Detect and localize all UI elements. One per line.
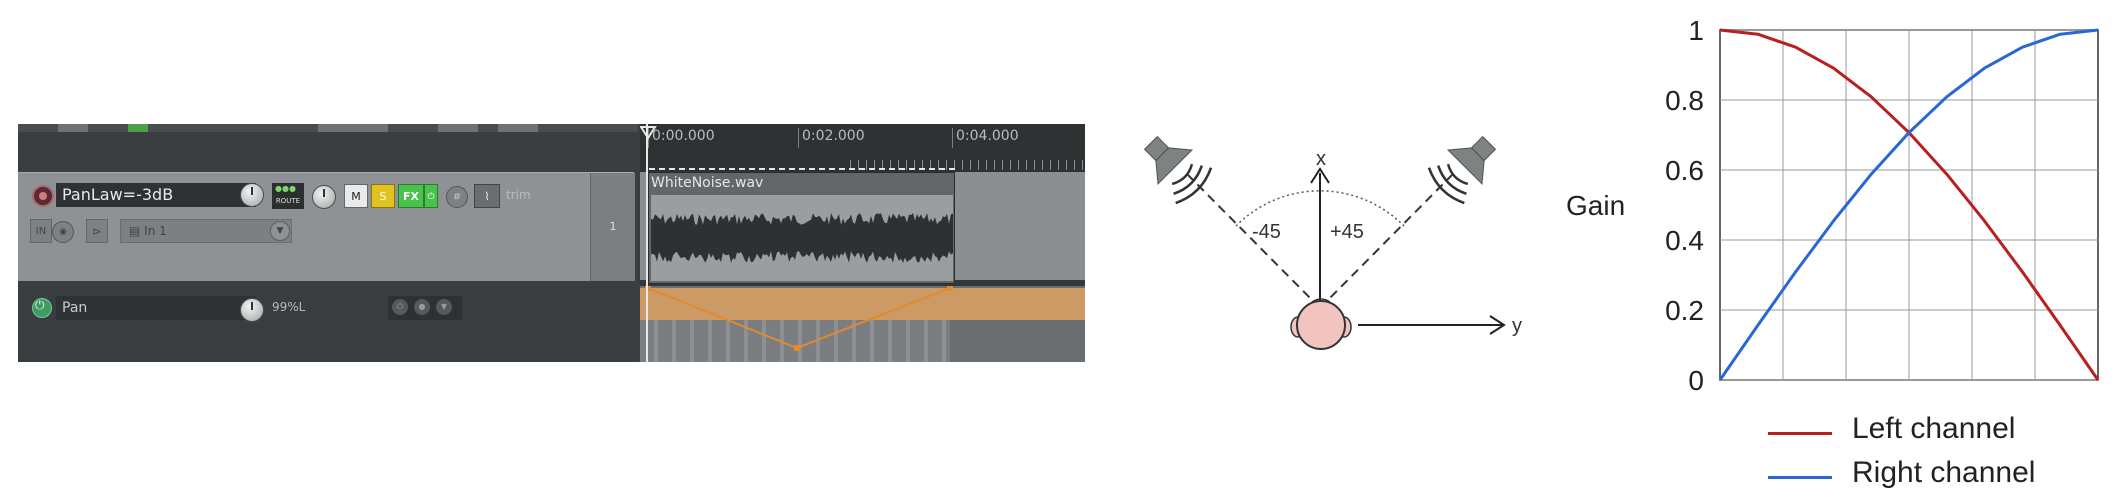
- volume-knob[interactable]: [240, 183, 264, 207]
- ruler-minor-ticks: [850, 160, 1085, 170]
- series-line-right-channel: [1718, 28, 2099, 381]
- y-axis-label: y: [1512, 315, 1522, 337]
- play-cursor-marker-icon[interactable]: [640, 126, 660, 142]
- left-angle-label: -45: [1252, 221, 1281, 243]
- input-select[interactable]: ▤ In 1: [120, 219, 292, 243]
- automation-mode-label[interactable]: trim: [506, 188, 531, 202]
- y-tick-label: 0.4: [1665, 225, 1704, 256]
- route-button[interactable]: ROUTE: [272, 171, 304, 209]
- legend-swatch-right: [1768, 476, 1832, 479]
- stereo-panning-diagram: x y -45 +45: [1143, 135, 1522, 350]
- y-tick-label: 0.2: [1665, 295, 1704, 326]
- x-axis-label: x: [1316, 148, 1326, 170]
- right-speaker-line: [1319, 174, 1453, 309]
- daw-window: PanLaw=-3dB ROUTE M S FX ⏻ ø ⌇ trim IN ◉…: [18, 124, 1085, 362]
- left-speaker-icon: [1143, 135, 1213, 205]
- chevron-down-icon[interactable]: ▼: [270, 221, 290, 241]
- input-select-value: In 1: [144, 224, 167, 238]
- envelope-power-icon[interactable]: [32, 298, 52, 318]
- y-axis-arrow-icon: [1489, 315, 1506, 335]
- legend-item-right: Right channel: [1768, 456, 2036, 490]
- legend-label-left: Left channel: [1852, 412, 2016, 445]
- toolbar: [18, 124, 638, 132]
- y-axis-title: Gain: [1566, 190, 1625, 221]
- legend-item-left: Left channel: [1768, 412, 2016, 446]
- envelope-lane-controls: Pan 99%L ⏻ ● ▼: [18, 286, 634, 362]
- y-tick-label: 0: [1688, 365, 1704, 396]
- record-arm-button[interactable]: [32, 185, 54, 207]
- legend-swatch-left: [1768, 432, 1832, 435]
- envelope-buttons: ⏻ ● ▼: [388, 296, 462, 320]
- envelope-grid: [640, 320, 950, 362]
- track-control-panel: PanLaw=-3dB ROUTE M S FX ⏻ ø ⌇ trim IN ◉…: [18, 171, 635, 281]
- angle-arc: [1235, 190, 1405, 227]
- x-axis-arrow-icon: [1310, 167, 1330, 184]
- media-item-name: WhiteNoise.wav: [651, 175, 764, 191]
- listener-head-icon: [1290, 298, 1352, 350]
- item-fade-handles[interactable]: [649, 165, 956, 173]
- ruler-tick: 0:04.000: [952, 128, 1019, 148]
- y-tick-label: 1: [1688, 15, 1704, 46]
- chart-grid: [1719, 29, 2099, 381]
- timeline-ruler[interactable]: 0:00.000 0:02.000 0:04.000: [640, 124, 1085, 172]
- input-monitor-button[interactable]: IN: [30, 219, 52, 243]
- pan-knob[interactable]: [312, 185, 336, 209]
- io-icon[interactable]: ⊳: [86, 219, 108, 243]
- track-number: 1: [590, 173, 635, 281]
- envelope-mode-icon[interactable]: ▼: [436, 299, 452, 315]
- pan-law-chart: 0 0.2 0.4 0.6 0.8 1 Gain: [1566, 15, 2100, 396]
- phase-invert-icon[interactable]: ø: [446, 186, 468, 208]
- left-speaker-line: [1187, 174, 1321, 309]
- solo-button[interactable]: S: [371, 184, 395, 208]
- envelope-lane[interactable]: [640, 286, 1085, 362]
- chart-y-ticks: 0 0.2 0.4 0.6 0.8 1: [1665, 15, 1704, 396]
- toolbar-button[interactable]: [318, 124, 388, 132]
- toolbar-button[interactable]: [498, 124, 538, 132]
- monitor-icon[interactable]: ◉: [52, 221, 74, 243]
- ruler-tick: 0:02.000: [798, 128, 865, 148]
- envelope-name: Pan: [56, 296, 256, 320]
- pan-envelope-line[interactable]: [640, 286, 1085, 362]
- toolbar-button[interactable]: [58, 124, 88, 132]
- envelope-point[interactable]: [947, 286, 953, 291]
- fx-button[interactable]: FX: [398, 184, 424, 208]
- legend-label-right: Right channel: [1852, 456, 2036, 489]
- envelope-icon[interactable]: ⌇: [474, 184, 500, 208]
- mute-button[interactable]: M: [344, 184, 368, 208]
- envelope-hide-icon[interactable]: ●: [414, 299, 430, 315]
- toolbar-button[interactable]: [438, 124, 478, 132]
- fx-bypass-icon[interactable]: ⏻: [424, 184, 438, 208]
- right-angle-label: +45: [1330, 221, 1364, 243]
- envelope-arm-icon[interactable]: ⏻: [392, 299, 408, 315]
- y-tick-label: 0.8: [1665, 85, 1704, 116]
- waveform: [651, 195, 953, 281]
- right-speaker-icon: [1427, 135, 1497, 205]
- y-tick-label: 0.6: [1665, 155, 1704, 186]
- edit-cursor: [646, 124, 648, 362]
- envelope-value: 99%L: [272, 300, 306, 314]
- chart-series: [1718, 28, 2100, 381]
- arrange-view[interactable]: 0:00.000 0:02.000 0:04.000 WhiteNoise.wa…: [640, 124, 1085, 362]
- media-item[interactable]: WhiteNoise.wav: [648, 168, 956, 284]
- envelope-point[interactable]: [645, 286, 651, 291]
- track-name-field[interactable]: PanLaw=-3dB: [56, 183, 256, 207]
- envelope-point[interactable]: [794, 345, 800, 351]
- envelope-pan-knob[interactable]: [240, 298, 264, 322]
- toolbar-button[interactable]: [128, 124, 148, 132]
